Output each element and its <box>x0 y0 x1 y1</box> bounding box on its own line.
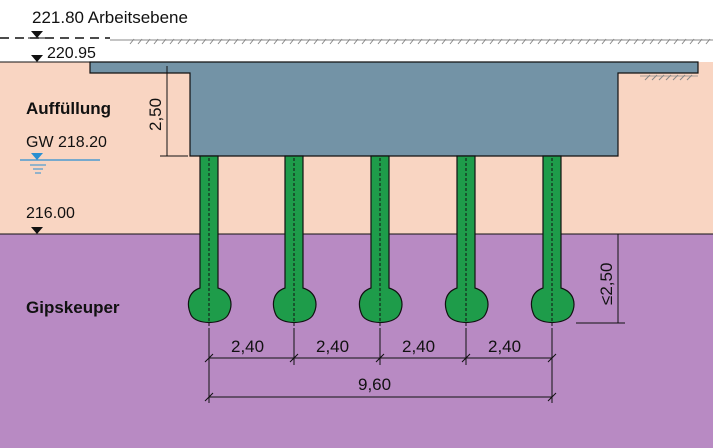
spacing-label: 2,40 <box>488 337 521 356</box>
pile <box>272 155 317 330</box>
pile <box>530 155 575 330</box>
top-level-marker <box>31 55 43 62</box>
foundation-slab <box>89 61 699 157</box>
pile <box>444 155 489 330</box>
right-hatch <box>644 74 693 81</box>
top-level-label: 220.95 <box>47 45 96 62</box>
groundwater-label: GW 218.20 <box>26 134 107 151</box>
layer-boundary-label: 216.00 <box>26 205 75 222</box>
working-level-label: 221.80 Arbeitsebene <box>32 8 188 27</box>
working-level-marker <box>31 31 43 38</box>
spacing-label: 2,40 <box>231 337 264 356</box>
gipskeuper-layer <box>0 234 713 448</box>
pile <box>358 155 403 330</box>
fill-layer-label: Auffüllung <box>26 99 111 118</box>
groundwater-marker <box>31 153 43 160</box>
working-level-hatch <box>129 38 711 45</box>
layer-boundary-marker <box>31 227 43 234</box>
keuper-layer-label: Gipskeuper <box>26 298 120 317</box>
spacing-label: 2,40 <box>316 337 349 356</box>
slab-thickness-label: 2,50 <box>146 98 165 131</box>
bulb-depth-label: ≤2,50 <box>597 263 616 305</box>
spacing-label: 2,40 <box>402 337 435 356</box>
pile <box>187 155 232 330</box>
total-label: 9,60 <box>358 375 391 394</box>
